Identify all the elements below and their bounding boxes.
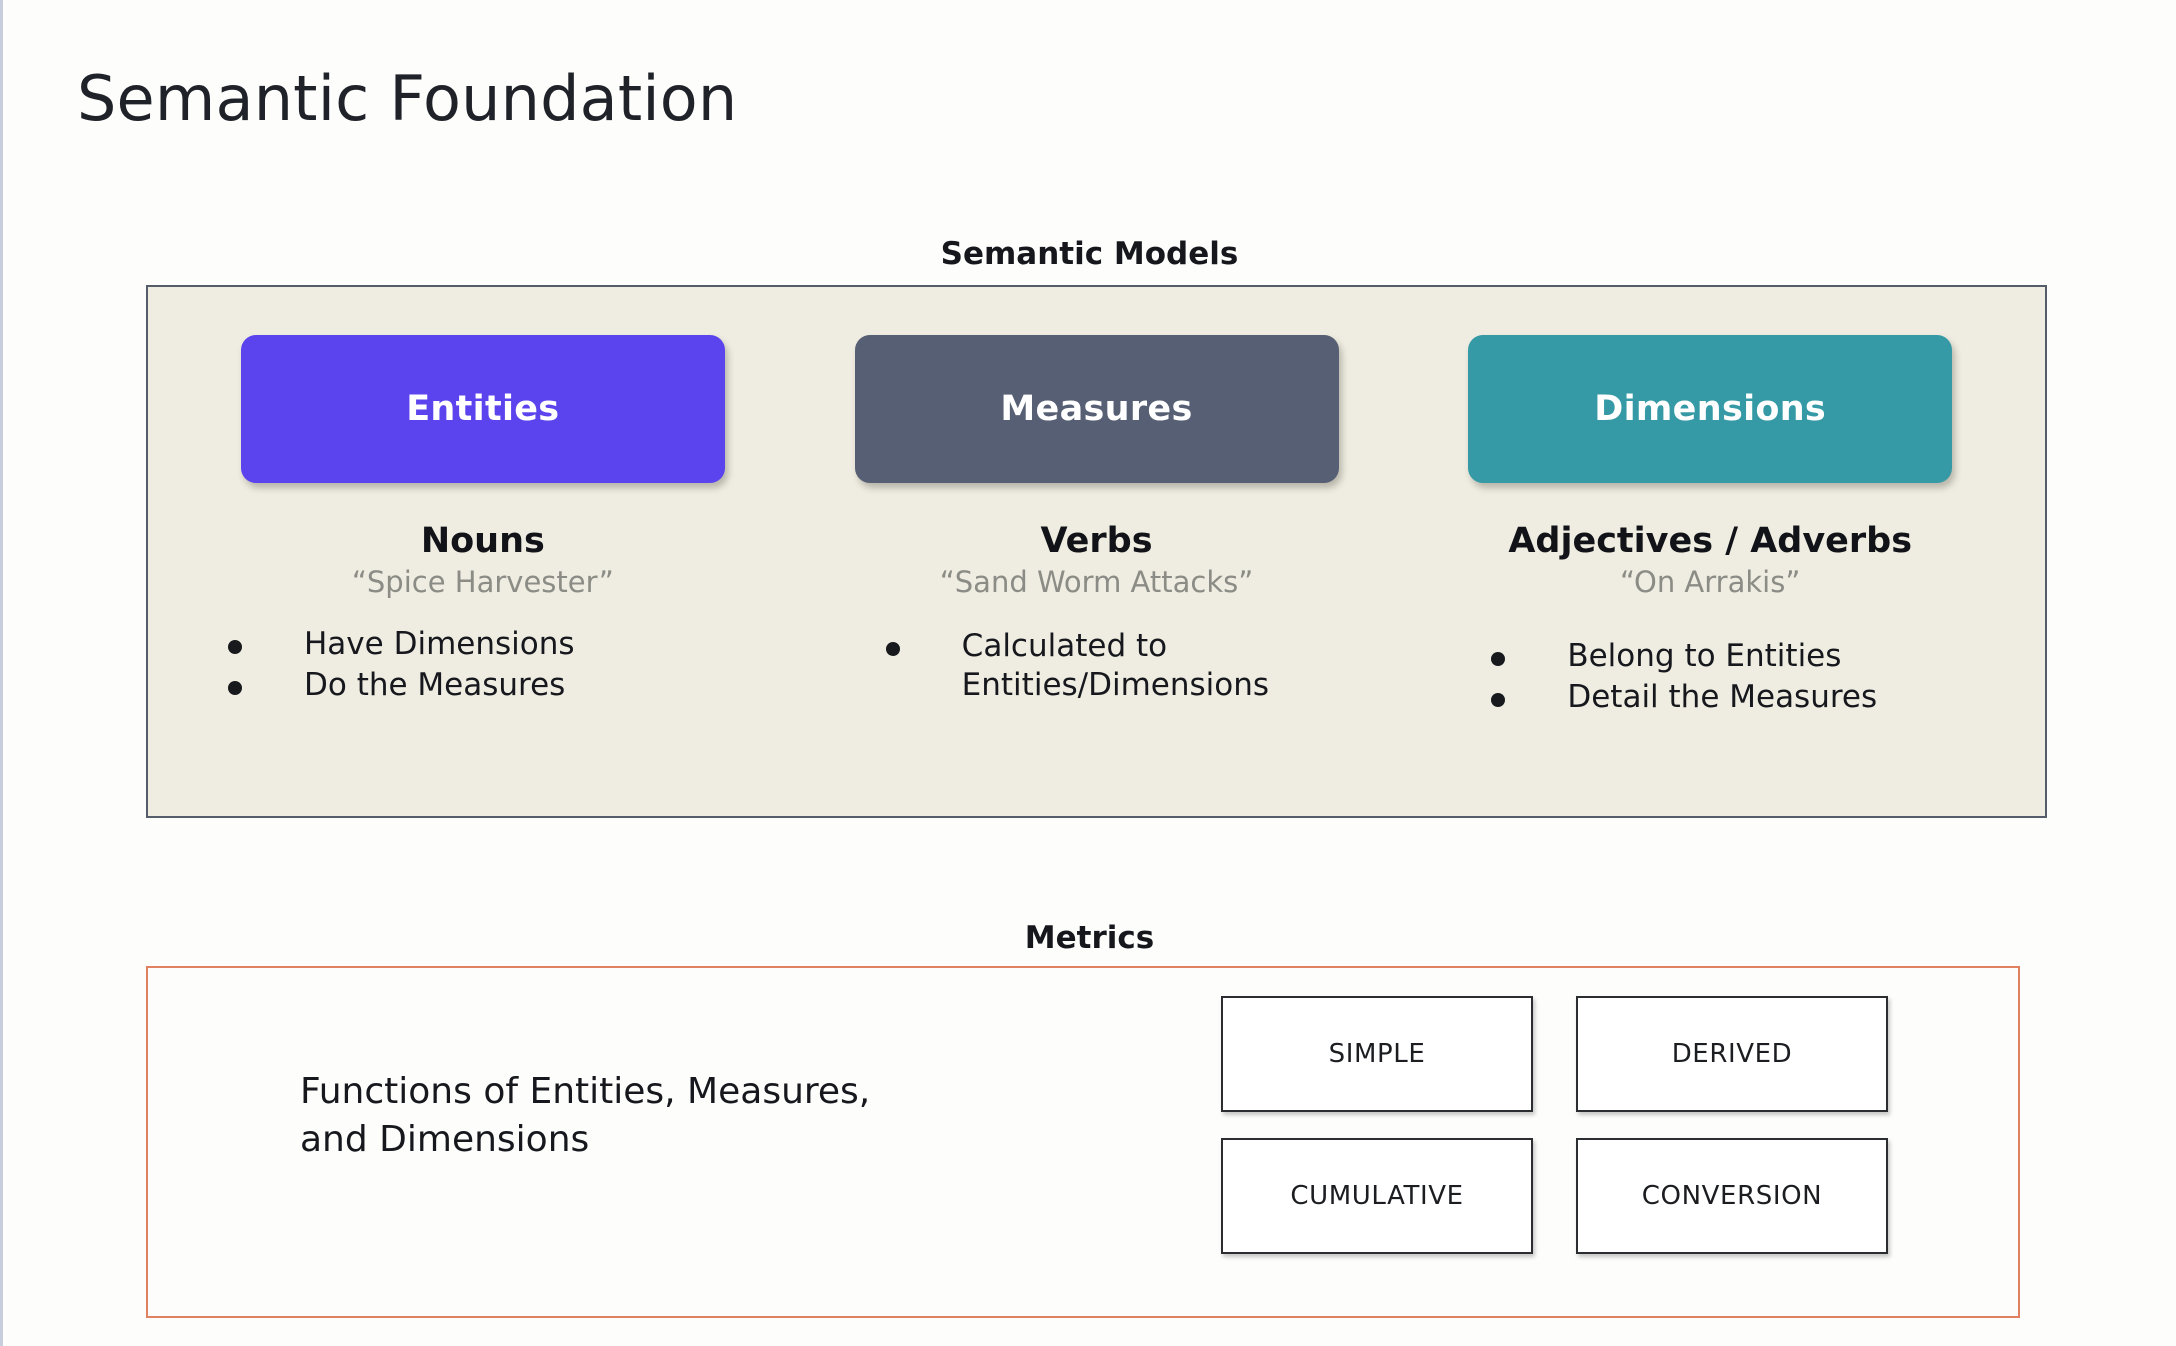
semantic-models-caption: Semantic Models [940, 236, 1239, 272]
chip-entities[interactable]: Entities [240, 335, 725, 483]
bullet-list-dimensions: Belong to Entities Detail the Measures [1403, 637, 2017, 719]
metric-box-conversion[interactable]: CONVERSION [1576, 1138, 1888, 1254]
heading-verbs: Verbs [1040, 521, 1153, 561]
metrics-description: Functions of Entities, Measures, and Dim… [300, 1068, 870, 1164]
model-column-dimensions: Dimensions Adjectives / Adverbs “On Arra… [1403, 287, 2017, 816]
bullet-dot-icon [1491, 652, 1506, 666]
metrics-description-line-1: Functions of Entities, Measures, [300, 1071, 871, 1112]
model-column-measures: Measures Verbs “Sand Worm Attacks” Calcu… [790, 287, 1404, 816]
chip-measures[interactable]: Measures [854, 335, 1339, 483]
list-item: Calculated to Entities/Dimensions [885, 627, 1270, 705]
page-title: Semantic Foundation [77, 62, 738, 135]
bullet-dot-icon [1491, 693, 1506, 708]
bullet-label: Calculated to Entities/Dimensions [961, 628, 1270, 704]
quote-dimensions: “On Arrakis” [1620, 565, 1801, 599]
bullet-dot-icon [228, 681, 242, 696]
bullet-list-entities: Have Dimensions Do the Measures [176, 625, 790, 707]
semantic-models-panel: Entities Nouns “Spice Harvester” Have Di… [146, 285, 2047, 818]
list-item: Do the Measures [228, 666, 565, 705]
bullet-label: Have Dimensions [304, 626, 575, 662]
list-item: Detail the Measures [1491, 678, 1877, 717]
heading-adjectives-adverbs: Adjectives / Adverbs [1508, 521, 1913, 561]
metrics-panel: Functions of Entities, Measures, and Dim… [146, 966, 2020, 1318]
semantic-models-grid: Entities Nouns “Spice Harvester” Have Di… [148, 287, 2045, 816]
bullet-label: Belong to Entities [1567, 638, 1842, 674]
metrics-caption: Metrics [1024, 920, 1155, 956]
list-item: Have Dimensions [228, 625, 575, 664]
metric-box-cumulative[interactable]: CUMULATIVE [1221, 1138, 1533, 1254]
list-item: Belong to Entities [1491, 637, 1841, 676]
bullet-label: Do the Measures [304, 667, 566, 704]
metric-box-derived[interactable]: DERIVED [1576, 996, 1888, 1112]
heading-nouns: Nouns [420, 521, 545, 561]
quote-entities: “Spice Harvester” [351, 565, 614, 599]
chip-dimensions[interactable]: Dimensions [1468, 335, 1953, 483]
bullet-label: Detail the Measures [1567, 679, 1878, 716]
bullet-dot-icon [885, 642, 900, 656]
bullet-list-measures: Calculated to Entities/Dimensions [790, 627, 1404, 707]
metrics-type-grid: SIMPLE DERIVED CUMULATIVE CONVERSION [1221, 996, 1888, 1254]
quote-measures: “Sand Worm Attacks” [939, 565, 1254, 599]
model-column-entities: Entities Nouns “Spice Harvester” Have Di… [176, 287, 790, 816]
bullet-dot-icon [228, 640, 242, 654]
metric-box-simple[interactable]: SIMPLE [1221, 996, 1533, 1112]
metrics-description-line-2: and Dimensions [300, 1118, 590, 1160]
